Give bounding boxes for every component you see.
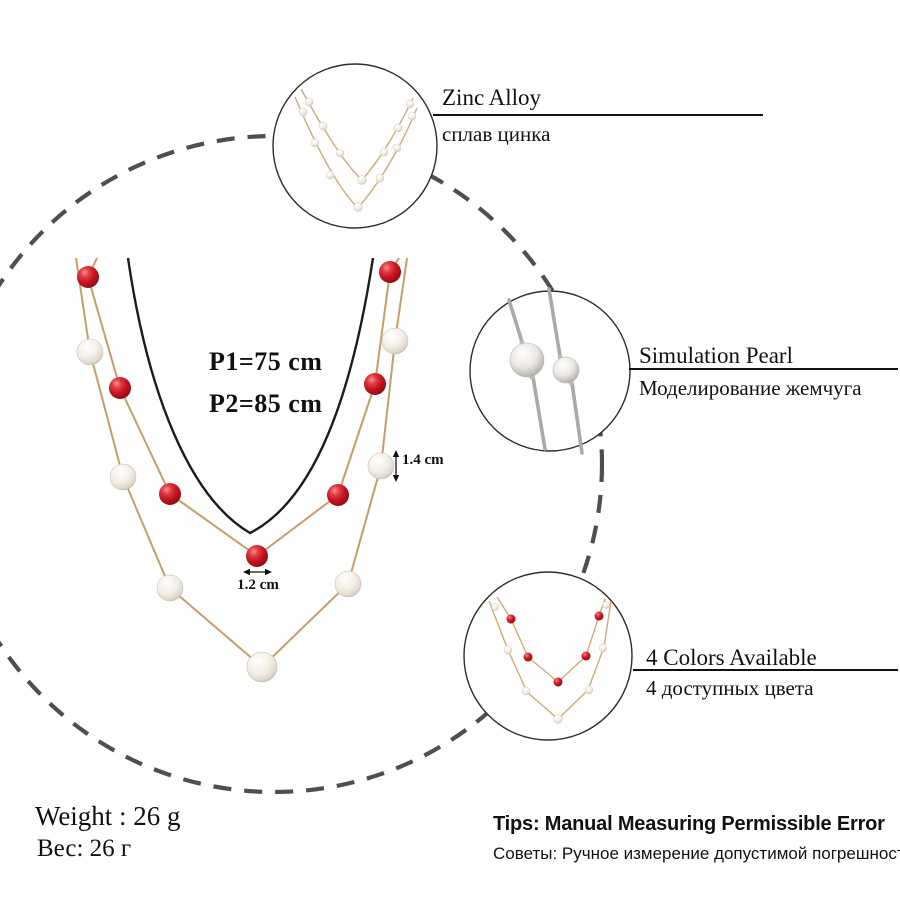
pearl-bead — [381, 327, 409, 355]
tips-label-ru: Советы: Ручное измерение допустимой погр… — [493, 844, 900, 863]
red-bead — [159, 483, 181, 505]
callout-zinc-alloy-title: Zinc Alloy — [442, 85, 542, 110]
mini-necklace-colors — [488, 596, 612, 724]
callout-circle-colors-available — [463, 571, 633, 741]
callout-colors-available-title: 4 Colors Available — [646, 645, 817, 670]
pearl-bead — [367, 452, 395, 480]
pearl-bead — [76, 338, 104, 366]
tips-label-en: Tips: Manual Measuring Permissible Error — [493, 813, 885, 835]
callout-simulation-pearl-subtitle: Моделирование жемчуга — [639, 376, 862, 400]
callout-zinc-alloy-subtitle: сплав цинка — [442, 122, 551, 146]
callout-circle-simulation-pearl — [469, 290, 631, 452]
mini-necklace-zinc-alloy — [294, 88, 418, 212]
bead-size-arrow — [243, 568, 272, 576]
black-cord — [126, 257, 375, 535]
callout-zinc-alloy-divider — [433, 114, 763, 116]
callout-colors-available-subtitle: 4 доступных цвета — [646, 676, 814, 700]
pearl-bead — [109, 463, 137, 491]
callout-simulation-pearl-divider — [629, 368, 898, 370]
callout-colors-available-divider — [633, 669, 898, 671]
weight-label-ru: Вес: 26 г — [37, 835, 132, 862]
pearl-bead — [156, 574, 184, 602]
pearl-size-arrow — [392, 450, 400, 482]
red-bead — [77, 266, 99, 288]
pearl-bead — [334, 570, 362, 598]
outer-chain — [75, 257, 408, 669]
pearl-bead — [246, 651, 278, 683]
red-bead — [246, 545, 268, 567]
callout-circle-zinc-alloy — [272, 63, 438, 229]
red-bead — [327, 484, 349, 506]
pearl-closeup — [507, 287, 584, 455]
callout-simulation-pearl-title: Simulation Pearl — [639, 343, 793, 368]
weight-label-en: Weight : 26 g — [35, 801, 181, 831]
bead-diameter-label: 1.2 cm — [237, 577, 279, 593]
red-bead — [109, 377, 131, 399]
p2-length-label: P2=85 cm — [209, 389, 323, 418]
pearl-diameter-label: 1.4 cm — [402, 452, 444, 468]
p1-length-label: P1=75 cm — [209, 347, 323, 376]
red-bead — [364, 373, 386, 395]
red-bead — [379, 261, 401, 283]
dashed-outline-circle — [0, 133, 605, 795]
necklace-photo — [75, 257, 409, 683]
